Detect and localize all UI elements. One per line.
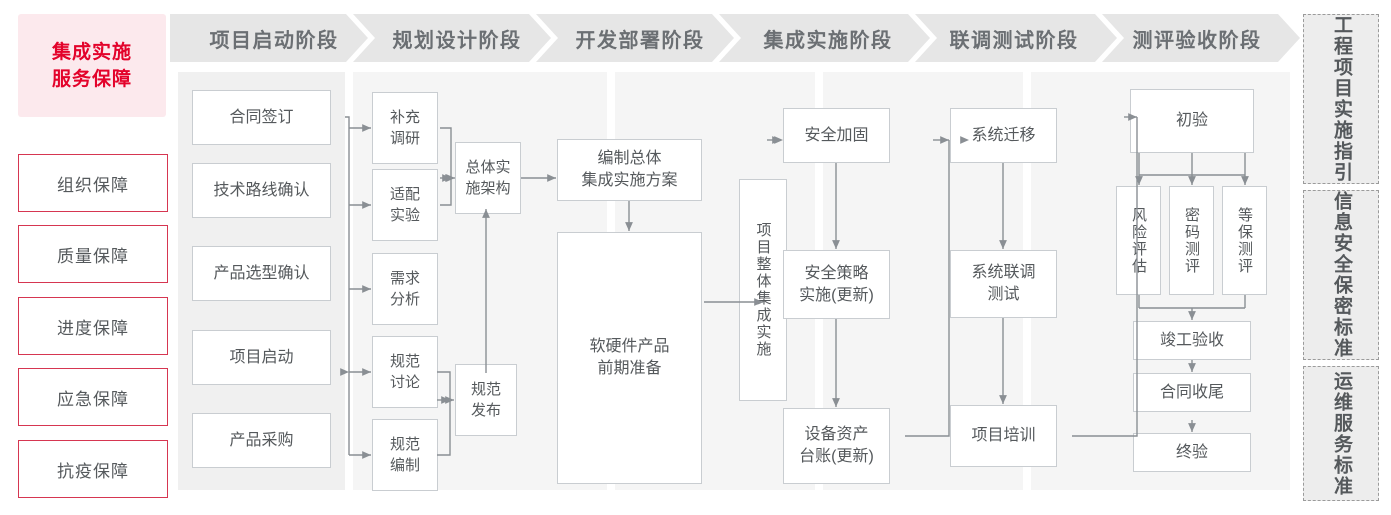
node-label: 项目培训 <box>971 427 1036 444</box>
guarantee-label: 应急保障 <box>57 389 129 409</box>
node-requirement-analysis[interactable]: 需求 分析 <box>372 253 438 325</box>
node-label: 软硬件产品 前期准备 <box>589 338 670 377</box>
node-label: 合同收尾 <box>1159 383 1224 401</box>
diagram-title: 集成实施 服务保障 <box>18 14 166 117</box>
node-label: 系统迁移 <box>971 126 1036 144</box>
phase-header-2[interactable]: 开发部署阶段 <box>552 14 728 62</box>
node-label: 需求 分析 <box>389 270 420 308</box>
guarantee-label: 抗疫保障 <box>57 461 129 481</box>
guarantee-item-0[interactable]: 组织保障 <box>18 154 168 212</box>
diagram-title-line2: 服务保障 <box>51 68 132 90</box>
node-label: 设备资产 台账(更新) <box>799 426 874 465</box>
guarantee-label: 组织保障 <box>57 175 129 195</box>
node-security-hardening[interactable]: 安全加固 <box>783 108 890 163</box>
guarantee-item-3[interactable]: 应急保障 <box>18 368 168 426</box>
node-risk-assessment[interactable]: 风险评估 <box>1116 186 1161 295</box>
node-label: 项目启动 <box>229 348 294 366</box>
node-label: 编制总体 集成实施方案 <box>581 150 678 189</box>
standard-label: 信息安全保密标准 <box>1331 191 1352 359</box>
node-label: 适配 实验 <box>389 186 420 224</box>
node-label: 终验 <box>1175 443 1208 461</box>
node-product-procurement[interactable]: 产品采购 <box>192 413 331 468</box>
node-overall-integration-implementation[interactable]: 项目整体集成实施 <box>739 179 787 401</box>
node-label: 合同签订 <box>229 108 294 126</box>
node-label: 密码测评 <box>1183 206 1200 275</box>
node-hw-sw-preparation[interactable]: 软硬件产品 前期准备 <box>557 232 702 484</box>
standard-label: 工程项目实施指引 <box>1331 15 1352 183</box>
node-label: 初验 <box>1175 112 1208 129</box>
guarantee-item-4[interactable]: 抗疫保障 <box>18 440 168 498</box>
node-label: 规范 讨论 <box>389 353 420 391</box>
phase-header-label: 项目启动阶段 <box>209 29 339 52</box>
node-cryptography-evaluation[interactable]: 密码测评 <box>1169 186 1214 295</box>
phase-header-3[interactable]: 集成实施阶段 <box>738 14 918 62</box>
node-project-kickoff[interactable]: 项目启动 <box>192 330 331 385</box>
node-overall-implementation-architecture[interactable]: 总体实 施架构 <box>455 142 521 214</box>
guarantee-label: 质量保障 <box>57 246 129 266</box>
node-label: 安全加固 <box>804 126 869 144</box>
phase-header-label: 开发部署阶段 <box>575 29 705 52</box>
node-adaptation-experiment[interactable]: 适配 实验 <box>372 169 438 241</box>
standard-item-ops-service-standard[interactable]: 运维服务标准 <box>1303 366 1379 501</box>
node-label: 安全策略 实施(更新) <box>799 264 874 304</box>
node-spec-drafting[interactable]: 规范 编制 <box>372 419 438 491</box>
guarantee-item-1[interactable]: 质量保障 <box>18 225 168 283</box>
phase-header-0[interactable]: 项目启动阶段 <box>186 14 362 62</box>
node-supplementary-research[interactable]: 补充 调研 <box>372 92 438 164</box>
node-label: 等保测评 <box>1236 206 1253 275</box>
standard-label: 运维服务标准 <box>1331 370 1352 497</box>
node-security-policy-implementation[interactable]: 安全策略 实施(更新) <box>783 250 890 319</box>
phase-header-label: 规划设计阶段 <box>392 29 522 52</box>
node-spec-release[interactable]: 规范 发布 <box>455 364 517 436</box>
phase-header-1[interactable]: 规划设计阶段 <box>369 14 545 62</box>
phase-header-label: 测评验收阶段 <box>1132 29 1262 52</box>
phase-header-label: 联调测试阶段 <box>949 29 1079 52</box>
node-spec-discussion[interactable]: 规范 讨论 <box>372 336 438 408</box>
node-equipment-asset-ledger[interactable]: 设备资产 台账(更新) <box>783 408 890 484</box>
node-product-selection-confirm[interactable]: 产品选型确认 <box>192 246 331 301</box>
phase-header-label: 集成实施阶段 <box>763 29 893 52</box>
node-label: 风险评估 <box>1130 206 1147 275</box>
node-project-training[interactable]: 项目培训 <box>950 405 1057 467</box>
node-contract-signing[interactable]: 合同签订 <box>192 90 331 145</box>
node-final-acceptance[interactable]: 终验 <box>1133 433 1251 472</box>
node-label: 竣工验收 <box>1159 331 1224 349</box>
phase-header-5[interactable]: 测评验收阶段 <box>1109 14 1285 62</box>
guarantee-label: 进度保障 <box>57 318 129 338</box>
node-label: 规范 发布 <box>470 381 501 419</box>
standard-item-infosec-standard[interactable]: 信息安全保密标准 <box>1303 190 1379 360</box>
node-compile-overall-plan[interactable]: 编制总体 集成实施方案 <box>557 139 702 201</box>
node-system-joint-debug-test[interactable]: 系统联调 测试 <box>950 250 1057 318</box>
node-system-migration[interactable]: 系统迁移 <box>950 108 1057 163</box>
node-completion-acceptance[interactable]: 竣工验收 <box>1133 321 1251 360</box>
node-label: 项目整体集成实施 <box>754 222 772 358</box>
node-contract-closeout[interactable]: 合同收尾 <box>1133 373 1251 412</box>
node-mlps-evaluation[interactable]: 等保测评 <box>1222 186 1267 295</box>
node-label: 产品选型确认 <box>213 264 310 282</box>
phase-header-4[interactable]: 联调测试阶段 <box>926 14 1102 62</box>
node-label: 系统联调 测试 <box>971 264 1036 303</box>
node-label: 技术路线确认 <box>213 181 310 199</box>
node-label: 产品采购 <box>229 431 294 449</box>
node-label: 规范 编制 <box>389 436 420 474</box>
diagram-title-line1: 集成实施 <box>51 41 132 63</box>
phase-header-chevrons <box>170 14 1300 62</box>
node-label: 补充 调研 <box>389 109 420 147</box>
node-preliminary-acceptance[interactable]: 初验 <box>1130 89 1254 153</box>
node-label: 总体实 施架构 <box>465 159 511 197</box>
standard-item-engineering-guideline[interactable]: 工程项目实施指引 <box>1303 14 1379 184</box>
node-tech-route-confirm[interactable]: 技术路线确认 <box>192 163 331 218</box>
guarantee-item-2[interactable]: 进度保障 <box>18 297 168 355</box>
